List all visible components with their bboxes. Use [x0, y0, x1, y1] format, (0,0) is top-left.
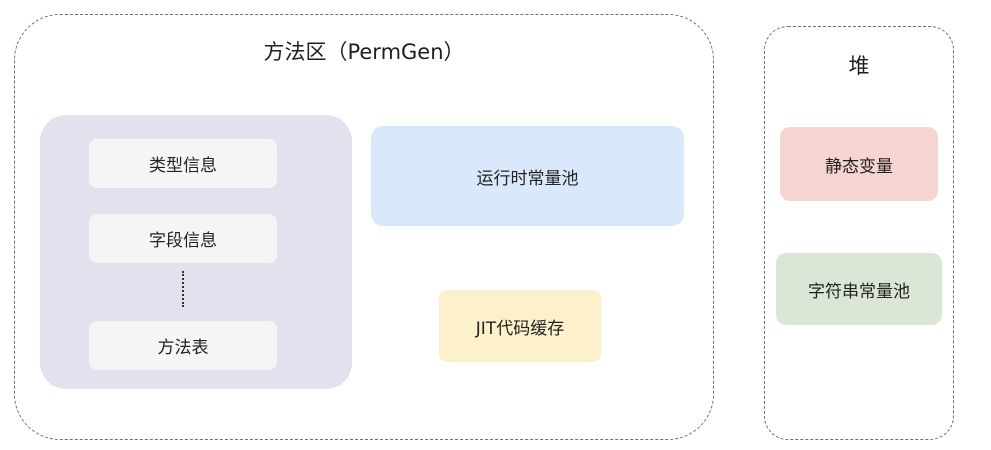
heap-region — [764, 26, 954, 440]
ellipsis-dots — [182, 271, 186, 307]
string-constant-pool-box: 字符串常量池 — [776, 253, 942, 325]
type-info-box: 类型信息 — [89, 139, 277, 188]
jit-code-cache-box: JIT代码缓存 — [439, 290, 601, 362]
method-area-title: 方法区（PermGen） — [263, 40, 465, 64]
field-info-box: 字段信息 — [89, 214, 277, 263]
class-metadata-group: 类型信息 字段信息 方法表 — [40, 115, 352, 389]
method-area-region — [14, 14, 714, 440]
runtime-constant-pool-box: 运行时常量池 — [371, 126, 684, 226]
method-table-box: 方法表 — [89, 321, 277, 370]
static-variables-box: 静态变量 — [780, 127, 938, 201]
heap-title: 堆 — [848, 54, 870, 78]
